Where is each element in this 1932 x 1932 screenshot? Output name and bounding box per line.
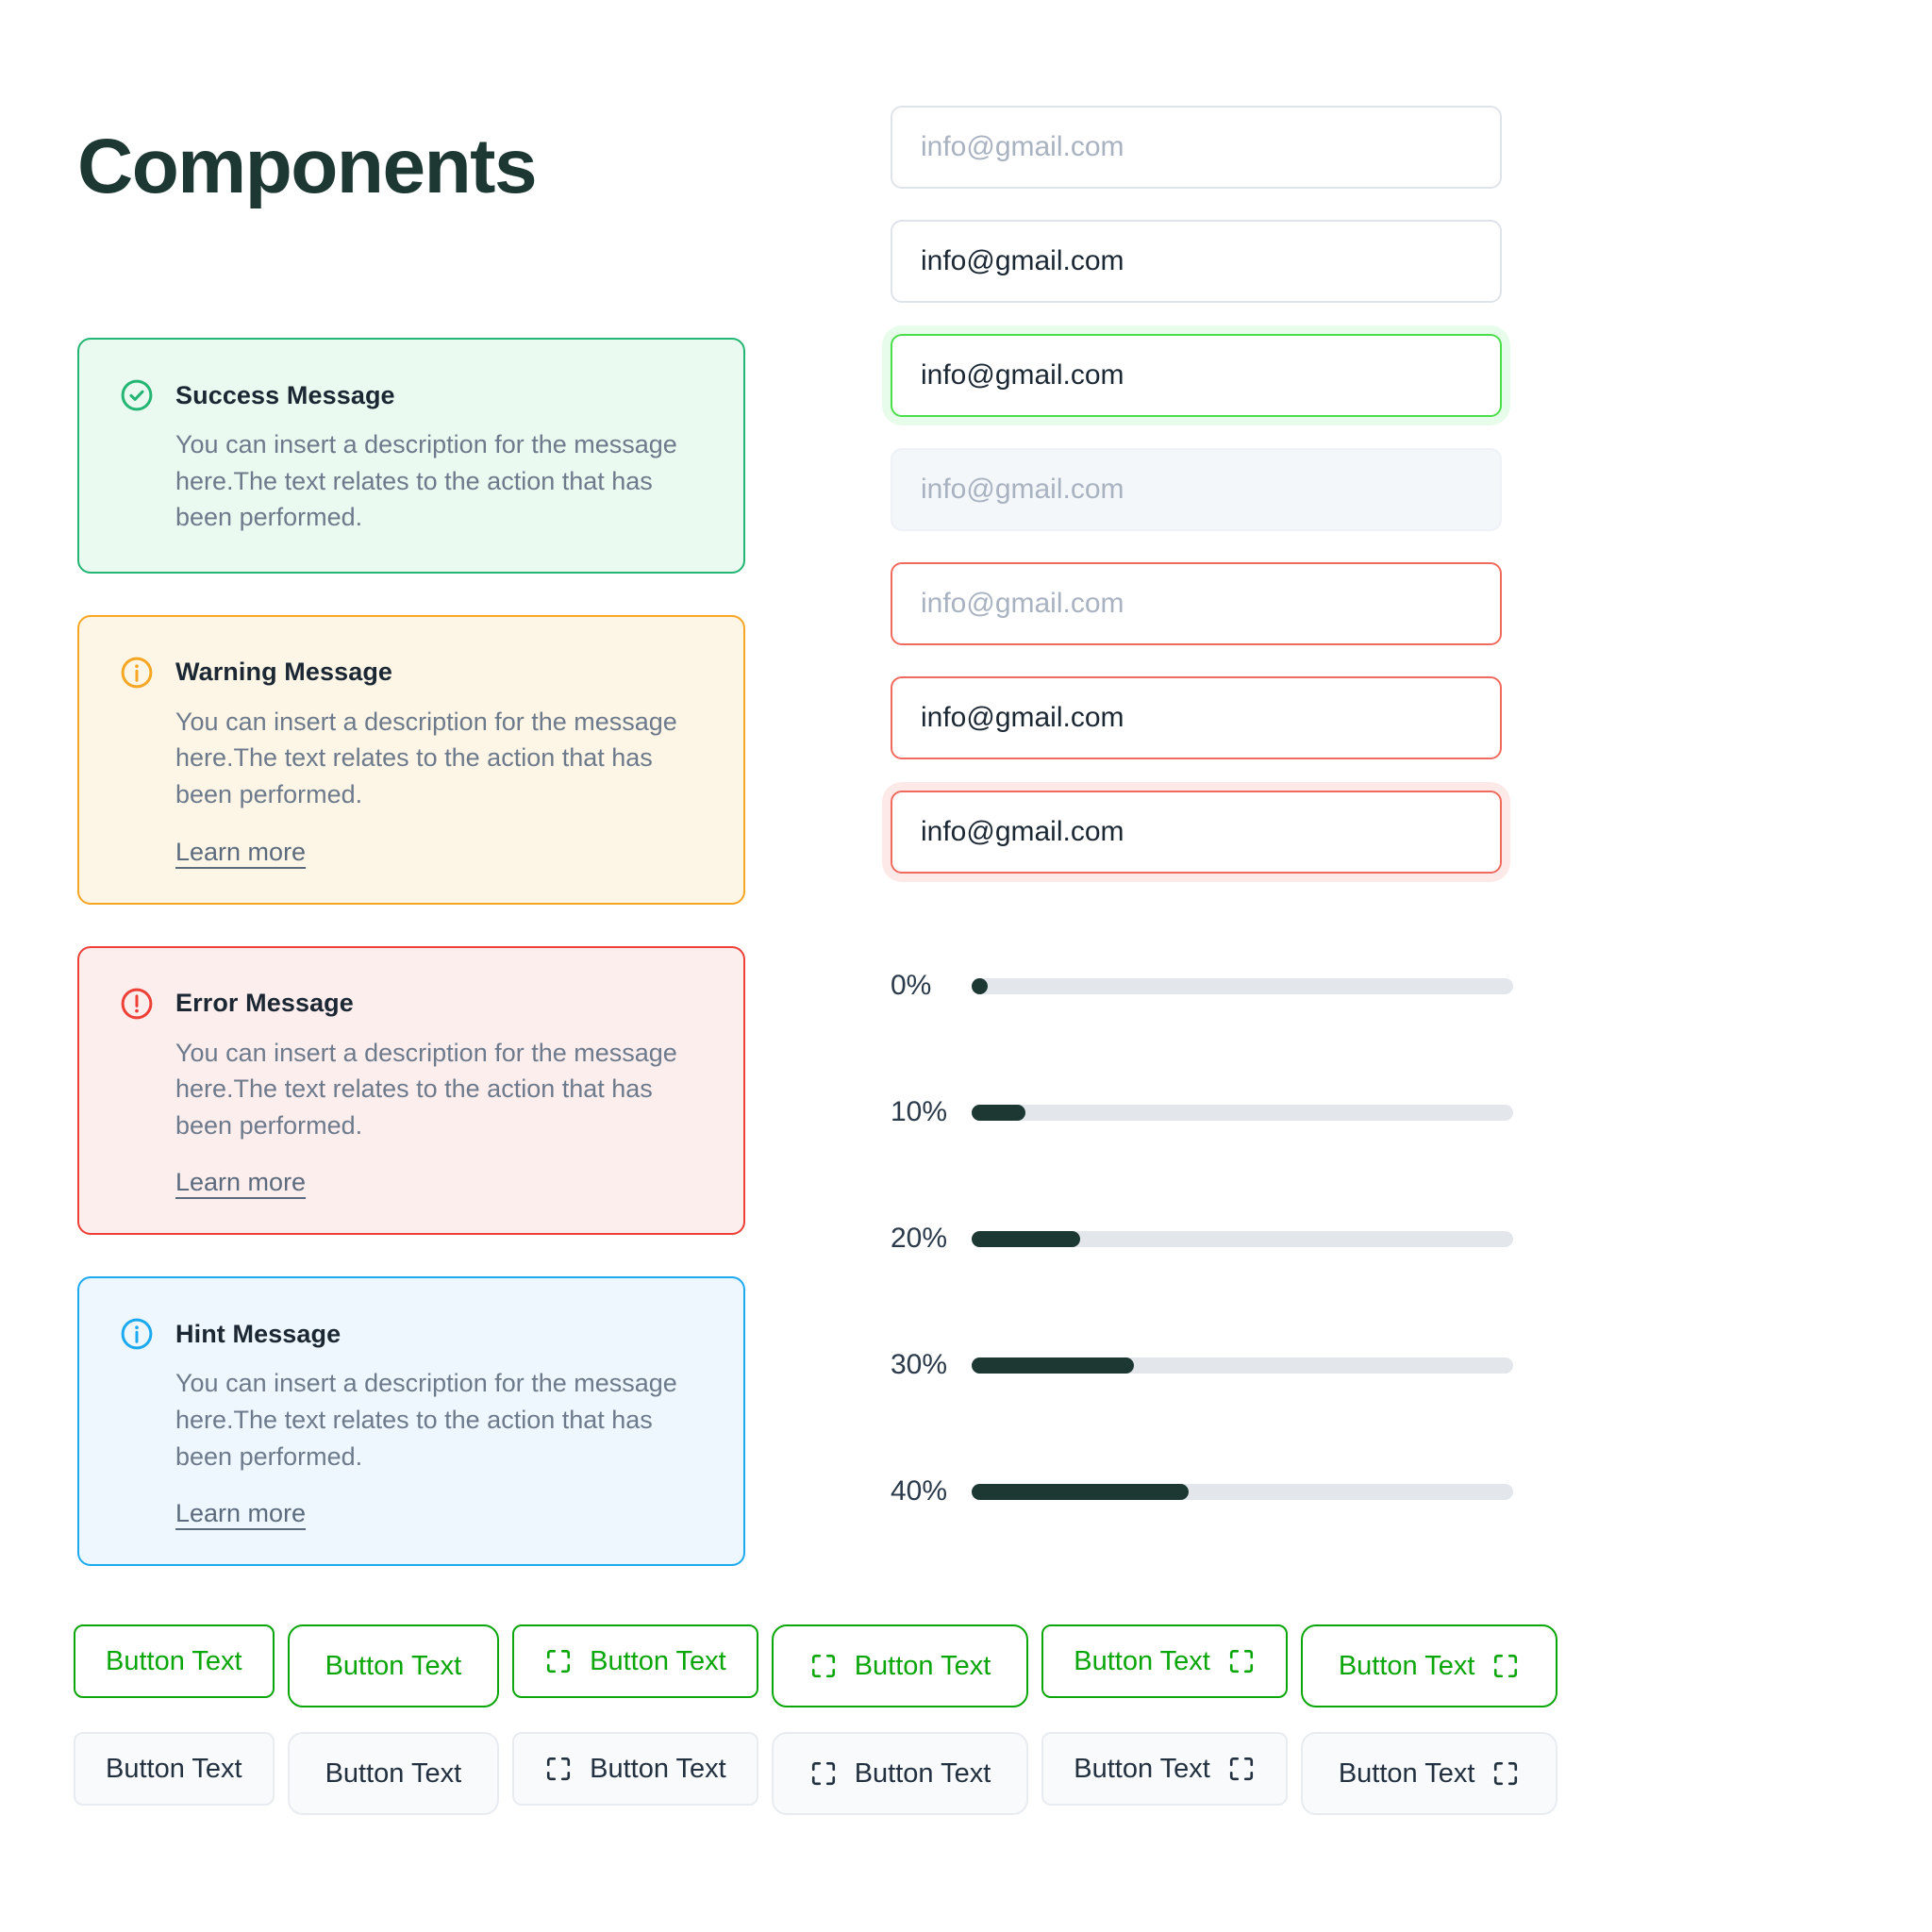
progress-fill	[972, 977, 988, 994]
email-input-disabled	[891, 448, 1502, 531]
alert-description: You can insert a description for the mes…	[175, 1369, 677, 1471]
frame-placeholder-icon	[547, 1649, 571, 1674]
frame-placeholder-icon	[811, 1654, 835, 1678]
frame-placeholder-icon	[547, 1757, 571, 1781]
button-grey-4[interactable]: Button Text	[771, 1732, 1029, 1815]
progress-track[interactable]	[972, 1357, 1513, 1374]
alert-learn-more-link[interactable]: Learn more	[175, 1168, 307, 1197]
email-input-focus-valid[interactable]	[891, 334, 1502, 417]
button-label: Button Text	[1338, 1757, 1475, 1789]
progress-label: 0%	[891, 970, 932, 1001]
frame-placeholder-icon	[1494, 1654, 1518, 1678]
exclamation-circle-icon	[121, 988, 153, 1020]
progress-label: 40%	[891, 1475, 948, 1507]
frame-placeholder-icon	[1229, 1649, 1253, 1674]
button-label: Button Text	[325, 1757, 462, 1789]
button-label: Button Text	[325, 1650, 462, 1681]
button-label: Button Text	[854, 1757, 991, 1789]
button-label: Button Text	[854, 1650, 991, 1681]
button-green-1[interactable]: Button Text	[74, 1624, 275, 1698]
alert-header: Warning Message	[119, 655, 704, 691]
email-input-error-focus[interactable]	[891, 791, 1502, 874]
progress-row: 40%	[891, 1468, 1513, 1515]
button-green-2[interactable]: Button Text	[287, 1624, 500, 1707]
progress-bars-list: 0% 10% 20% 30% 40%	[891, 962, 1513, 1594]
progress-track[interactable]	[972, 1483, 1513, 1500]
progress-fill	[972, 1104, 1026, 1121]
button-row-grey: Button Text Button Text Button Text Button …	[74, 1732, 1571, 1815]
alert-description: You can insert a description for the mes…	[175, 707, 677, 809]
button-row-green: Button Text Button Text Button Text Button …	[74, 1624, 1571, 1707]
alert-title: Error Message	[175, 989, 354, 1018]
button-label: Button Text	[1338, 1650, 1475, 1681]
button-grey-2[interactable]: Button Text	[287, 1732, 500, 1815]
button-label: Button Text	[1074, 1753, 1210, 1784]
info-circle-icon	[121, 1319, 153, 1350]
alert-title: Hint Message	[175, 1319, 341, 1348]
inputs-column	[891, 106, 1502, 905]
alert-header: Error Message	[119, 986, 704, 1022]
alert-learn-more-link[interactable]: Learn more	[175, 837, 307, 866]
button-green-5[interactable]: Button Text	[1041, 1624, 1288, 1698]
button-label: Button Text	[106, 1645, 242, 1676]
frame-placeholder-icon	[1229, 1757, 1253, 1781]
button-label: Button Text	[1074, 1645, 1210, 1676]
progress-label: 30%	[891, 1349, 948, 1380]
button-grey-6[interactable]: Button Text	[1300, 1732, 1558, 1815]
email-input-filled[interactable]	[891, 220, 1502, 303]
progress-track[interactable]	[972, 977, 1513, 994]
page-title: Components	[77, 124, 538, 209]
button-label: Button Text	[106, 1753, 242, 1784]
progress-row: 20%	[891, 1215, 1513, 1262]
progress-row: 30%	[891, 1341, 1513, 1389]
alert-header: Success Message	[119, 377, 704, 413]
email-input-error-filled[interactable]	[891, 676, 1502, 759]
progress-label: 10%	[891, 1096, 948, 1127]
button-label: Button Text	[590, 1645, 726, 1676]
alert-title: Warning Message	[175, 658, 393, 687]
alert-description: You can insert a description for the mes…	[175, 1038, 677, 1140]
progress-track[interactable]	[972, 1104, 1513, 1121]
progress-track[interactable]	[972, 1230, 1513, 1247]
progress-fill	[972, 1483, 1189, 1500]
alert-header: Hint Message	[119, 1316, 704, 1352]
progress-row: 10%	[891, 1089, 1513, 1136]
progress-fill	[972, 1230, 1080, 1247]
button-green-6[interactable]: Button Text	[1300, 1624, 1558, 1707]
alert-description: You can insert a description for the mes…	[175, 430, 677, 532]
button-green-3[interactable]: Button Text	[512, 1624, 758, 1698]
check-circle-icon	[121, 379, 153, 411]
alert-learn-more-link[interactable]: Learn more	[175, 1499, 307, 1528]
alert-title: Success Message	[175, 380, 395, 409]
button-grey-5[interactable]: Button Text	[1041, 1732, 1288, 1806]
progress-label: 20%	[891, 1223, 948, 1254]
button-grey-1[interactable]: Button Text	[74, 1732, 275, 1806]
email-input-error-empty[interactable]	[891, 562, 1502, 645]
info-circle-icon	[121, 657, 153, 689]
frame-placeholder-icon	[811, 1761, 835, 1786]
progress-fill	[972, 1357, 1135, 1374]
button-green-4[interactable]: Button Text	[771, 1624, 1029, 1707]
button-label: Button Text	[590, 1753, 726, 1784]
progress-row: 0%	[891, 962, 1513, 1009]
button-grey-3[interactable]: Button Text	[512, 1732, 758, 1806]
frame-placeholder-icon	[1494, 1761, 1518, 1786]
email-input-empty[interactable]	[891, 106, 1502, 189]
